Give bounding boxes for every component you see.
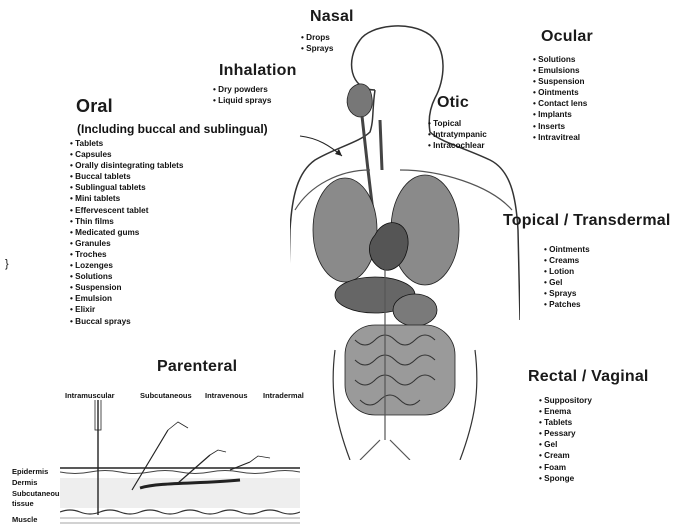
list-item: Gel <box>544 277 590 288</box>
list-item: Effervescent tablet <box>70 205 183 216</box>
list-item: Buccal tablets <box>70 171 183 182</box>
ocular-list: Solutions Emulsions Suspension Ointments… <box>533 54 587 143</box>
list-item: Thin films <box>70 216 183 227</box>
skin-cross-section-illustration <box>60 400 300 527</box>
syringe-subcutaneous <box>168 422 188 430</box>
ocular-title: Ocular <box>541 28 593 46</box>
list-item: Intracochlear <box>428 140 487 151</box>
rectal-list: Suppository Enema Tablets Pessary Gel Cr… <box>539 395 592 484</box>
list-item: Implants <box>533 109 587 120</box>
oral-list: Tablets Capsules Orally disintegrating t… <box>70 138 183 327</box>
list-item: Lozenges <box>70 260 183 271</box>
list-item: Ointments <box>544 244 590 255</box>
list-item: Solutions <box>70 271 183 282</box>
nasal-cavity <box>347 84 372 117</box>
topical-title: Topical / Transdermal <box>503 212 671 230</box>
list-item: Patches <box>544 299 590 310</box>
list-item: Emulsions <box>533 65 587 76</box>
list-item: Intratympanic <box>428 129 487 140</box>
otic-list: Topical Intratympanic Intracochlear <box>428 118 487 151</box>
nasal-title: Nasal <box>310 8 354 26</box>
list-item: Orally disintegrating tablets <box>70 160 183 171</box>
list-item: Enema <box>539 406 592 417</box>
list-item: Lotion <box>544 266 590 277</box>
list-item: Creams <box>544 255 590 266</box>
list-item: Medicated gums <box>70 227 183 238</box>
rectal-title: Rectal / Vaginal <box>528 368 649 386</box>
otic-title: Otic <box>437 94 469 112</box>
body-outline <box>290 26 520 320</box>
injection-label-intravenous: Intravenous <box>205 391 248 400</box>
list-item: Buccal sprays <box>70 316 183 327</box>
list-item: Sponge <box>539 473 592 484</box>
list-item: Mini tablets <box>70 193 183 204</box>
oral-title: Oral <box>76 96 113 117</box>
topical-list: Ointments Creams Lotion Gel Sprays Patch… <box>544 244 590 311</box>
skin-layer-muscle: Muscle <box>12 515 37 525</box>
injection-label-subcutaneous: Subcutaneous <box>140 391 192 400</box>
nasal-list: Drops Sprays <box>301 32 333 54</box>
list-item: Drops <box>301 32 333 43</box>
list-item: Contact lens <box>533 98 587 109</box>
syringe-intradermal <box>250 456 270 462</box>
parenteral-title: Parenteral <box>157 358 237 376</box>
list-item: Foam <box>539 462 592 473</box>
inhalation-title: Inhalation <box>219 62 297 80</box>
list-item: Suspension <box>533 76 587 87</box>
skin-layer-dermis: Dermis <box>12 478 37 488</box>
muscle-hatching <box>60 518 300 523</box>
list-item: Gel <box>539 439 592 450</box>
syringe-intravenous <box>210 450 226 455</box>
skin-layer-subcutaneous: Subcutaneous tissue <box>12 489 64 509</box>
list-item: Pessary <box>539 428 592 439</box>
stray-mark: } <box>5 258 9 270</box>
injection-label-intramuscular: Intramuscular <box>65 391 115 400</box>
list-item: Suspension <box>70 282 183 293</box>
oral-arrow <box>298 126 348 166</box>
list-item: Tablets <box>70 138 183 149</box>
oral-subtitle: (Including buccal and sublingual) <box>77 122 268 136</box>
list-item: Liquid sprays <box>213 95 271 106</box>
list-item: Sublingual tablets <box>70 182 183 193</box>
list-item: Emulsion <box>70 293 183 304</box>
muscle-layer <box>60 510 300 514</box>
injection-label-intradermal: Intradermal <box>263 391 304 400</box>
list-item: Intravitreal <box>533 132 587 143</box>
stomach <box>393 294 437 326</box>
list-item: Capsules <box>70 149 183 160</box>
left-lung <box>313 178 377 282</box>
dermis-layer <box>60 471 300 474</box>
inhalation-list: Dry powders Liquid sprays <box>213 84 271 106</box>
list-item: Troches <box>70 249 183 260</box>
list-item: Ointments <box>533 87 587 98</box>
skin-layer-epidermis: Epidermis <box>12 467 48 477</box>
list-item: Sprays <box>544 288 590 299</box>
human-body-illustration <box>290 20 520 460</box>
list-item: Cream <box>539 450 592 461</box>
needle-intradermal <box>230 462 250 470</box>
list-item: Suppository <box>539 395 592 406</box>
list-item: Solutions <box>533 54 587 65</box>
list-item: Sprays <box>301 43 333 54</box>
list-item: Tablets <box>539 417 592 428</box>
list-item: Granules <box>70 238 183 249</box>
list-item: Elixir <box>70 304 183 315</box>
list-item: Topical <box>428 118 487 129</box>
list-item: Inserts <box>533 121 587 132</box>
list-item: Dry powders <box>213 84 271 95</box>
